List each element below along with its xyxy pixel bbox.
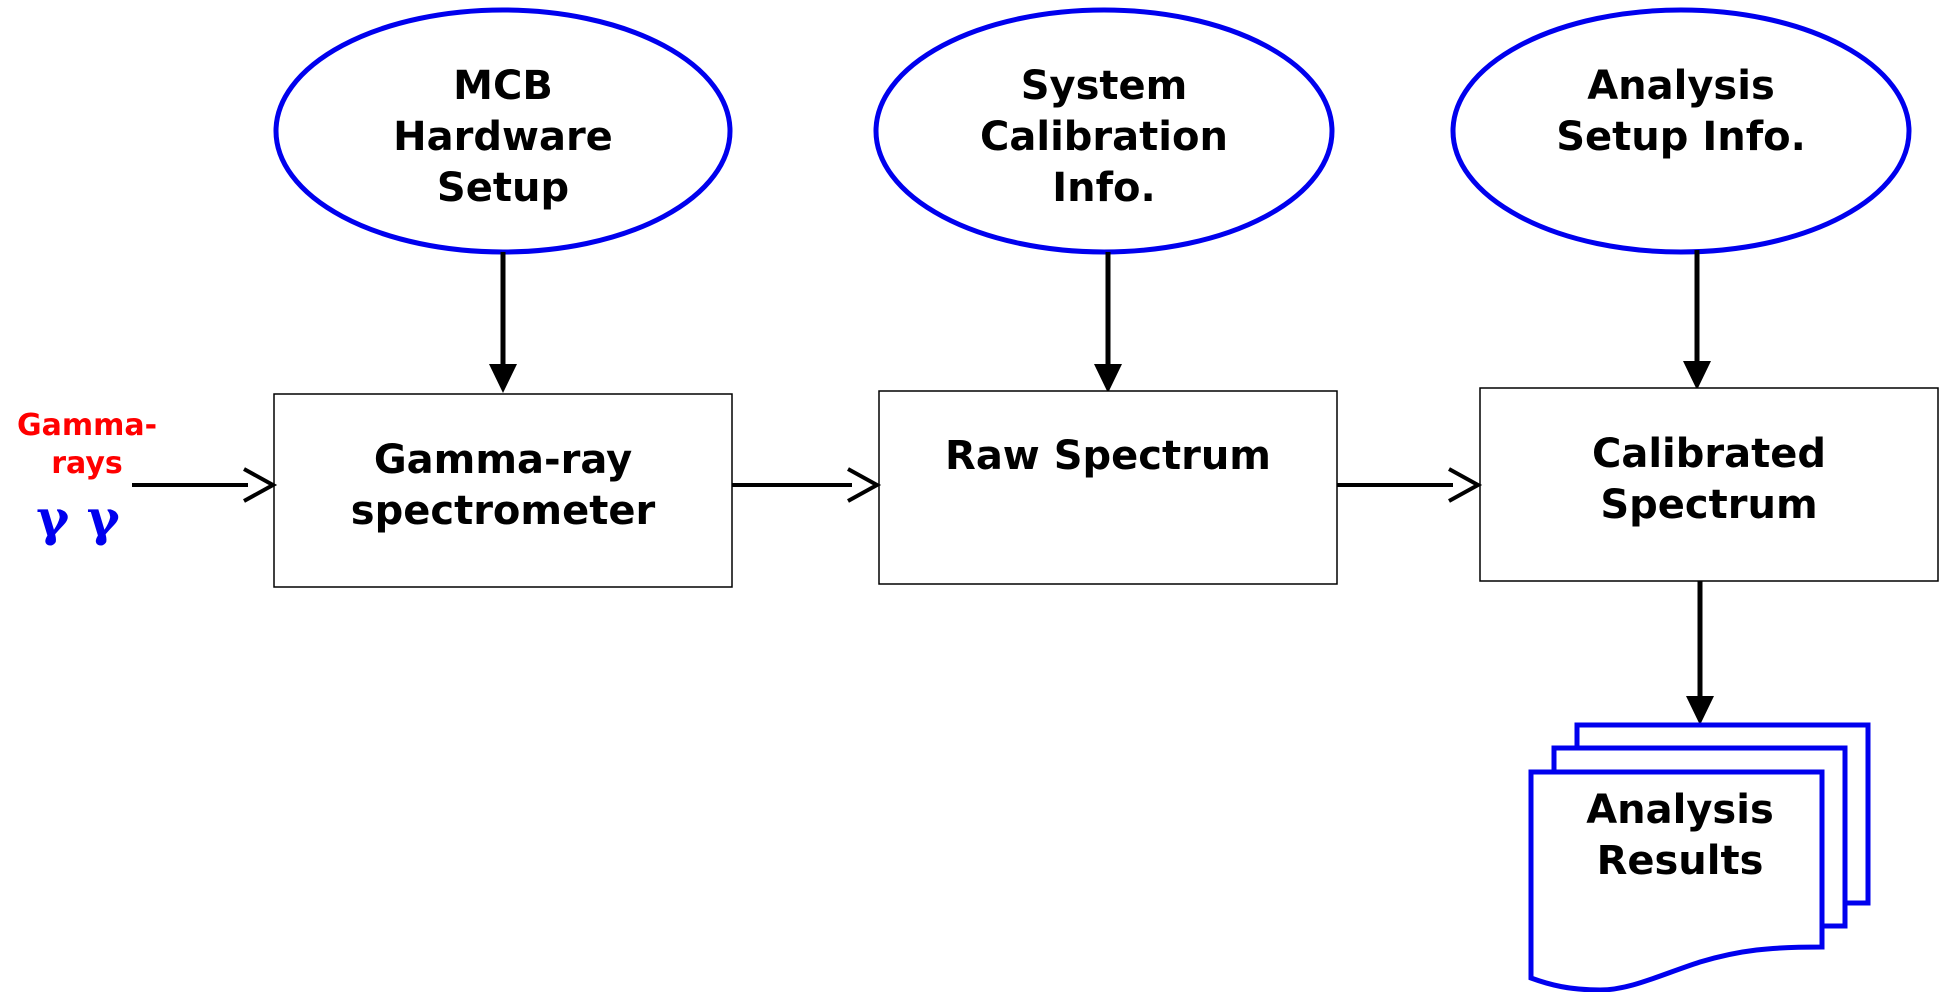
gamma-symbols: γ γ [36,488,120,547]
box-calibrated-line-1: Calibrated [1592,431,1826,477]
arrow-gamma-input-to-spectrometer [132,467,278,503]
ellipse-analysis-line-2: Setup Info. [1556,114,1806,160]
results-line-2: Results [1597,838,1764,884]
box-calibrated-line-2: Spectrum [1600,482,1817,528]
gamma-rays-label-line-2: rays [51,446,123,481]
ellipse-analysis-setup-info: Analysis Setup Info. [1450,7,1912,255]
box-gamma-ray-spectrometer: Gamma-ray spectrometer [273,393,733,588]
ellipse-mcb-hardware-setup: MCB Hardware Setup [273,7,733,255]
arrow-spectrometer-to-raw-spectrum [732,467,882,503]
ellipse-calibration-line-3: Info. [1052,165,1155,211]
arrow-calibrated-to-results [1686,581,1714,725]
box-spectrometer-line-1: Gamma-ray [374,437,632,483]
gamma-rays-input: Gamma- rays γ γ [17,408,157,547]
arrow-mcb-to-spectrometer [489,252,517,393]
ellipse-mcb-line-2: Hardware [393,114,613,160]
box-raw-spectrum: Raw Spectrum [878,390,1338,585]
document-stack-analysis-results: Analysis Results [1528,722,1871,992]
gamma-rays-label-line-1: Gamma- [17,408,157,443]
arrow-calibration-to-raw-spectrum [1094,252,1122,393]
box-calibrated-spectrum: Calibrated Spectrum [1479,387,1939,582]
ellipse-mcb-line-3: Setup [437,165,569,211]
box-spectrometer-line-2: spectrometer [351,488,656,534]
ellipse-calibration-line-2: Calibration [980,114,1228,160]
ellipse-mcb-line-1: MCB [453,63,553,109]
box-raw-spectrum-line-1: Raw Spectrum [945,433,1271,479]
ellipse-calibration-line-1: System [1021,63,1188,109]
ellipse-analysis-line-1: Analysis [1587,63,1775,109]
arrow-analysis-to-calibrated-spectrum [1683,250,1711,390]
results-line-1: Analysis [1586,787,1774,833]
arrow-raw-to-calibrated-spectrum [1337,467,1483,503]
document-front-sheet [1528,769,1825,992]
ellipse-system-calibration-info: System Calibration Info. [873,7,1335,255]
